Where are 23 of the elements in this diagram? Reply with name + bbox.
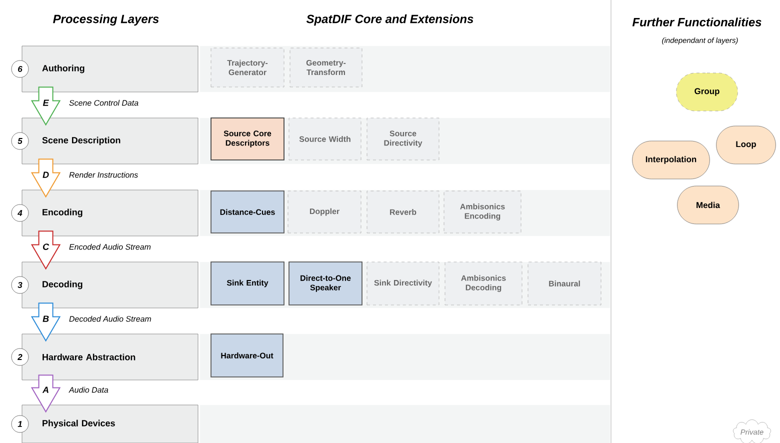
arrow [30, 230, 61, 270]
arrow [30, 302, 61, 342]
arrow-letter: D [42, 172, 49, 178]
functionality-pill: Group [676, 72, 738, 112]
arrow-letter: E [42, 100, 50, 106]
arrow-letter: B [42, 316, 49, 322]
layer-box: Encoding [22, 190, 198, 236]
arrow [30, 158, 61, 198]
layer-box: Decoding [22, 262, 198, 308]
column-heading: Further Functionalities [632, 18, 762, 26]
functionality-pill: Interpolation [632, 140, 710, 180]
functionality-pill: Loop [716, 126, 776, 164]
layer-box: Physical Devices [22, 404, 198, 443]
arrow-letter: A [42, 386, 48, 393]
column-heading: SpatDIF Core and Extensions [306, 14, 474, 26]
arrow-letter: C [43, 244, 50, 250]
functionality-pill: Media [677, 186, 739, 224]
layer-box: Authoring [22, 46, 198, 92]
arrow [30, 86, 61, 126]
layer-box: Scene Description [22, 118, 198, 164]
layer-box: Hardware Abstraction [22, 334, 198, 380]
arrow [30, 374, 61, 413]
column-heading: Processing Layers [53, 14, 159, 26]
